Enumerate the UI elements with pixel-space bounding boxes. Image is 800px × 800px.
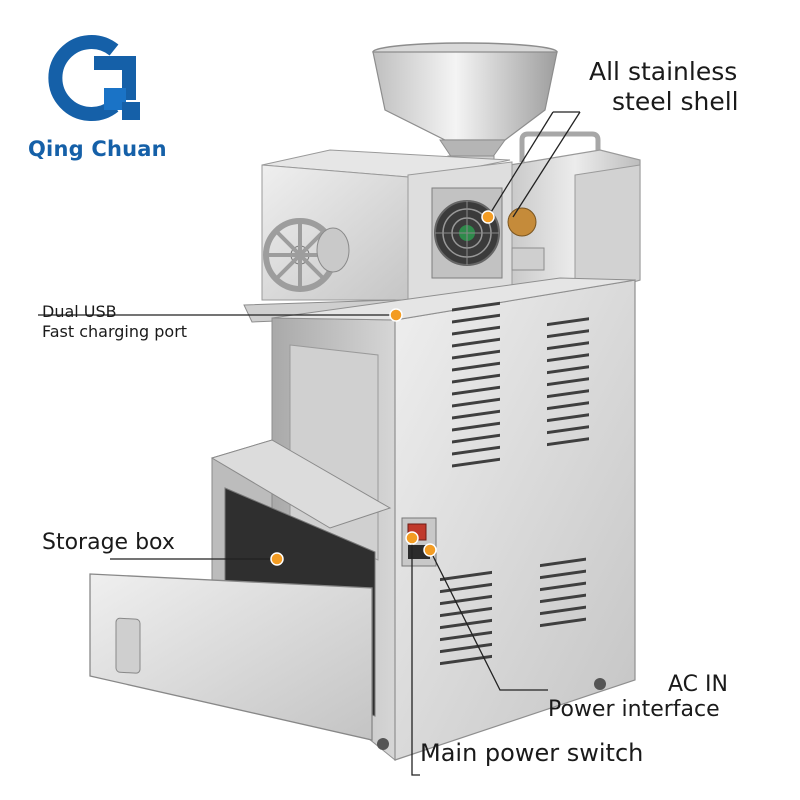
callout-ac-line1: AC IN <box>668 672 728 697</box>
vent-slots <box>440 301 589 666</box>
callout-leader-lines <box>38 111 581 776</box>
hand-wheel <box>263 218 350 292</box>
cooling-fan <box>431 187 503 279</box>
callout-storage-box: Storage box <box>42 530 175 555</box>
callout-ac-line2: Power interface <box>548 697 720 722</box>
callout-usb-line1: Dual USB <box>42 302 117 321</box>
callout-shell-line2: steel shell <box>612 87 739 116</box>
callout-usb-line2: Fast charging port <box>42 322 188 341</box>
hopper <box>372 42 558 167</box>
power-switch-panel <box>401 517 437 567</box>
callout-markers <box>270 210 495 566</box>
callout-main-power-switch: Main power switch <box>420 739 644 767</box>
callout-shell-line1: All stainless <box>589 57 738 86</box>
storage-drawer-door <box>89 573 373 741</box>
brand-name: Qing Chuan <box>28 137 167 161</box>
qingchuan-logo-icon <box>48 35 140 121</box>
